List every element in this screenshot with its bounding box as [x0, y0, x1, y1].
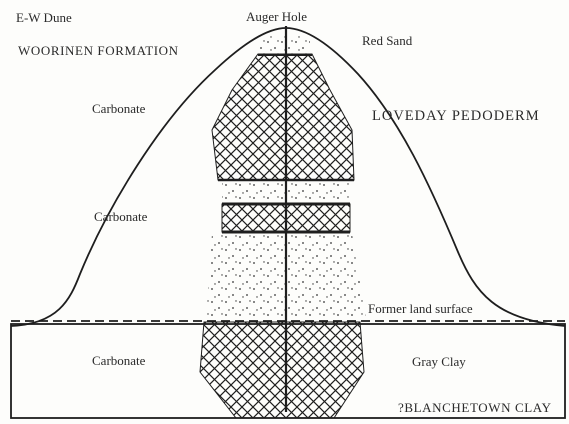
carbonate-label-upper: Carbonate	[92, 101, 146, 116]
carbonate-label-middle: Carbonate	[94, 209, 148, 224]
diagram-title: E-W Dune	[16, 10, 72, 25]
blanchetown-clay-label: ?BLANCHETOWN CLAY	[398, 400, 552, 415]
auger-hole-label: Auger Hole	[246, 9, 307, 24]
loveday-pedoderm-label: LOVEDAY PEDODERM	[372, 108, 540, 124]
carbonate-label-lower: Carbonate	[92, 353, 146, 368]
sand-dots-top	[258, 36, 310, 56]
carbonate-hatch-upper	[212, 54, 354, 180]
carbonate-hatch-lower	[200, 322, 364, 418]
red-sand-label: Red Sand	[362, 33, 413, 48]
woorinen-formation-label: WOORINEN FORMATION	[18, 43, 179, 58]
former-land-surface-label: Former land surface	[368, 301, 473, 316]
gray-clay-label: Gray Clay	[412, 354, 466, 369]
